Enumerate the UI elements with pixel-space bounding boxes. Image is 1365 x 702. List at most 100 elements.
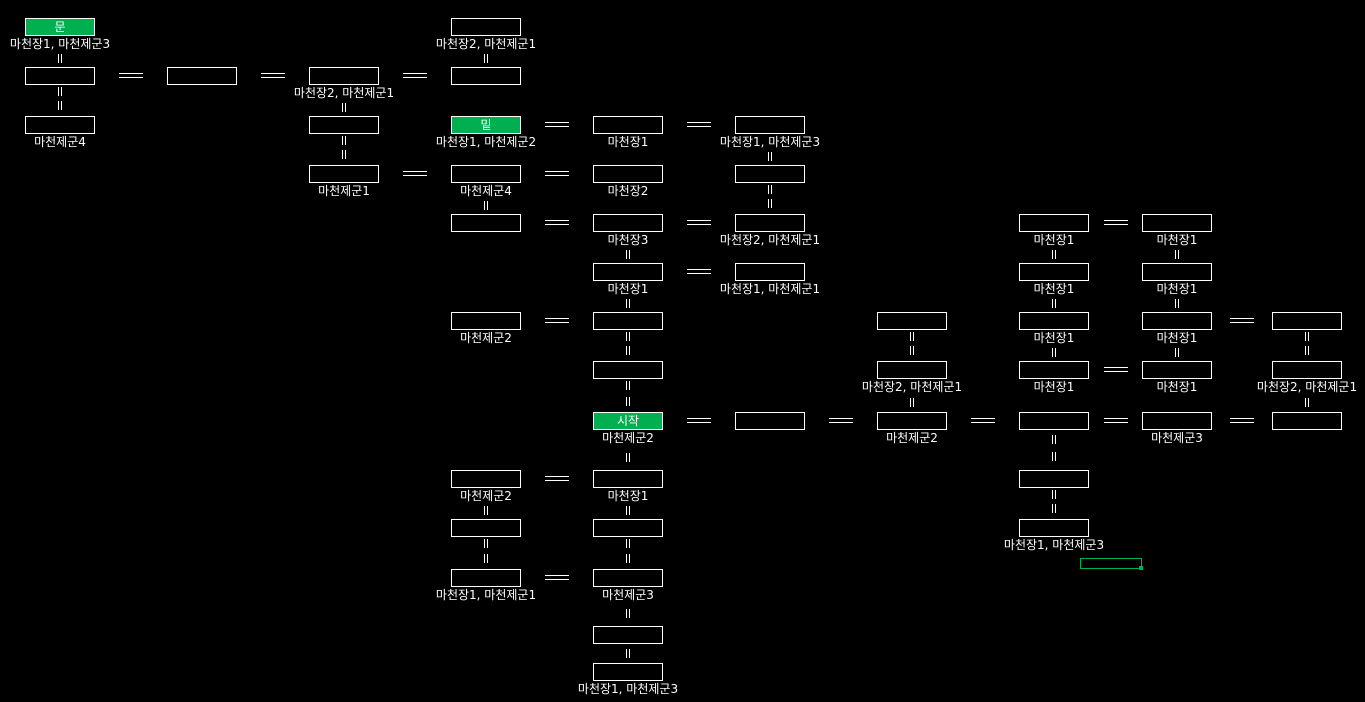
vertical-connector xyxy=(626,554,630,563)
node-box-f9 xyxy=(735,412,805,430)
vertical-connector xyxy=(1175,348,1179,357)
node-box-e11 xyxy=(593,470,663,488)
node-label-h6: 마천장1 xyxy=(1033,282,1075,296)
vertical-connector xyxy=(626,346,630,356)
node-box-a3 xyxy=(25,116,95,134)
node-box-h8 xyxy=(1019,361,1089,379)
vertical-connector xyxy=(626,331,630,341)
node-box-i5 xyxy=(1142,214,1212,232)
node-label-d1: 마천장2, 마천제군1 xyxy=(435,37,537,51)
node-box-d1 xyxy=(451,18,521,36)
node-label-i6: 마천장1 xyxy=(1156,282,1198,296)
vertical-connector xyxy=(768,199,772,209)
vertical-connector xyxy=(910,346,914,356)
node-box-d2 xyxy=(451,67,521,85)
horizontal-connector xyxy=(1103,367,1128,372)
node-box-e7 xyxy=(593,312,663,330)
vertical-connector xyxy=(1052,489,1056,499)
node-label-f6: 마천장1, 마천제군1 xyxy=(719,282,821,296)
node-box-e4 xyxy=(593,165,663,183)
node-box-c2 xyxy=(309,67,379,85)
node-box-f4 xyxy=(735,165,805,183)
node-label-a3: 마천제군4 xyxy=(34,135,86,149)
vertical-connector xyxy=(626,396,630,406)
node-label-e6: 마천장1 xyxy=(607,282,649,296)
node-box-e9: 시작 xyxy=(593,412,663,430)
horizontal-connector xyxy=(545,122,569,127)
node-box-h5 xyxy=(1019,214,1089,232)
node-box-e14 xyxy=(593,626,663,644)
horizontal-connector xyxy=(261,73,285,78)
horizontal-connector xyxy=(829,418,853,423)
vertical-connector xyxy=(1052,348,1056,357)
vertical-connector xyxy=(768,152,772,161)
selected-cell[interactable] xyxy=(1080,558,1142,569)
vertical-connector xyxy=(626,250,630,259)
vertical-connector xyxy=(1052,250,1056,259)
vertical-connector xyxy=(1052,452,1056,462)
node-label-g8: 마천장2, 마천제군1 xyxy=(861,380,963,394)
vertical-connector xyxy=(1305,331,1309,341)
vertical-connector xyxy=(484,201,488,210)
node-box-d4 xyxy=(451,165,521,183)
vertical-connector xyxy=(768,184,772,194)
vertical-connector xyxy=(626,381,630,391)
node-label-i8: 마천장1 xyxy=(1156,380,1198,394)
node-label-i7: 마천장1 xyxy=(1156,331,1198,345)
node-label-e5: 마천장3 xyxy=(607,233,649,247)
node-label-a1: 마천장1, 마천제군3 xyxy=(9,37,111,51)
vertical-connector xyxy=(342,150,346,160)
node-label-f3: 마천장1, 마천제군3 xyxy=(719,135,821,149)
vertical-connector xyxy=(1175,299,1179,308)
vertical-connector xyxy=(1305,346,1309,356)
node-box-g9 xyxy=(877,412,947,430)
horizontal-connector xyxy=(403,171,427,176)
horizontal-connector xyxy=(545,220,569,225)
node-label-i9: 마천제군3 xyxy=(1151,431,1203,445)
node-label-f5: 마천장2, 마천제군1 xyxy=(719,233,821,247)
vertical-connector xyxy=(626,539,630,548)
node-label-d3: 마천장1, 마천제군2 xyxy=(435,135,537,149)
vertical-connector xyxy=(910,398,914,407)
node-box-d13 xyxy=(451,569,521,587)
node-box-b2 xyxy=(167,67,237,85)
horizontal-connector xyxy=(1230,418,1254,423)
node-box-d5 xyxy=(451,214,521,232)
node-box-h6 xyxy=(1019,263,1089,281)
node-box-d12 xyxy=(451,519,521,537)
node-label-d7: 마천제군2 xyxy=(460,331,512,345)
horizontal-connector xyxy=(687,220,711,225)
vertical-connector xyxy=(1175,250,1179,259)
vertical-connector xyxy=(58,54,62,63)
vertical-connector xyxy=(484,54,488,63)
horizontal-connector xyxy=(1103,220,1128,225)
horizontal-connector xyxy=(545,476,569,481)
vertical-connector xyxy=(58,86,62,96)
node-label-d4: 마천제군4 xyxy=(460,184,512,198)
fill-handle[interactable] xyxy=(1139,566,1143,570)
vertical-connector xyxy=(1305,398,1309,407)
vertical-connector xyxy=(910,331,914,341)
node-box-f3 xyxy=(735,116,805,134)
horizontal-connector xyxy=(687,269,711,274)
node-label-g9: 마천제군2 xyxy=(886,431,938,445)
node-box-e6 xyxy=(593,263,663,281)
node-label-d11: 마천제군2 xyxy=(460,489,512,503)
node-box-e8 xyxy=(593,361,663,379)
node-box-h11 xyxy=(1019,470,1089,488)
node-box-i8 xyxy=(1142,361,1212,379)
horizontal-connector xyxy=(1230,318,1254,323)
node-label-e11: 마천장1 xyxy=(607,489,649,503)
vertical-connector xyxy=(1052,504,1056,514)
horizontal-connector xyxy=(545,575,569,580)
node-label-e9: 마천제군2 xyxy=(602,431,654,445)
horizontal-connector xyxy=(687,122,711,127)
node-box-i9 xyxy=(1142,412,1212,430)
vertical-connector xyxy=(1052,299,1056,308)
node-box-h7 xyxy=(1019,312,1089,330)
node-box-f6 xyxy=(735,263,805,281)
node-label-h7: 마천장1 xyxy=(1033,331,1075,345)
vertical-connector xyxy=(58,101,62,111)
vertical-connector xyxy=(626,452,630,462)
